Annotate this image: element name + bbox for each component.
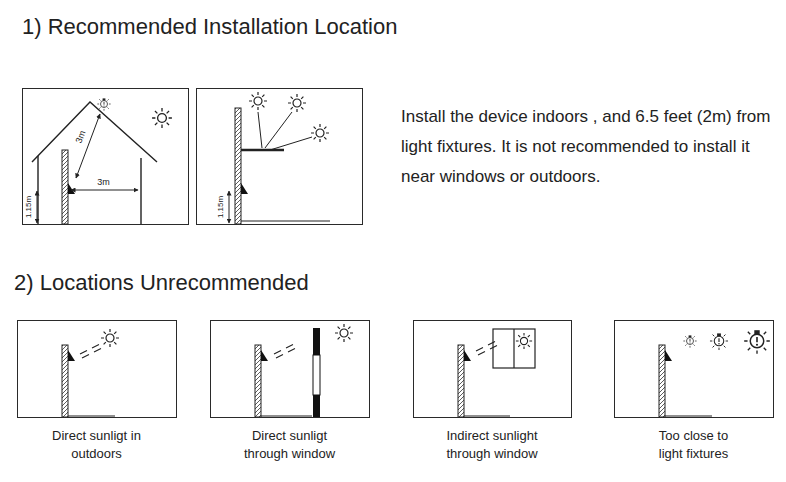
sun-ray: [274, 345, 295, 359]
instruction-text: Install the device indoors , and 6.5 fee…: [401, 102, 779, 192]
window-wall: [313, 395, 320, 418]
device: [464, 350, 471, 361]
dimension-arrow: [76, 114, 100, 178]
location-panel: Direct sunligt through window: [210, 320, 370, 418]
panel-caption: Direct sunligt through window: [235, 427, 345, 463]
location-panel: Indirect sunlight through window: [413, 320, 572, 418]
sun-ray: [258, 112, 312, 150]
sun: [152, 108, 172, 128]
dimension-label: 1.15m: [25, 195, 33, 217]
dimension-label: 3m: [74, 129, 87, 144]
sun-ray: [476, 342, 497, 356]
floor: [261, 415, 312, 416]
window-frame: [513, 329, 514, 368]
dimension-label: 1.15m: [217, 195, 225, 217]
light-bulb: [97, 98, 110, 110]
sun: [335, 324, 353, 342]
wall: [659, 345, 665, 417]
sun: [516, 333, 532, 349]
floor: [464, 415, 510, 416]
wall: [458, 345, 464, 417]
light-bulb: [710, 333, 728, 350]
panel-caption: Direct sunligt in outdoors: [51, 427, 143, 463]
house-illustration: [32, 102, 157, 224]
panel-caption: Too close to light fixtures: [646, 427, 741, 463]
window: [493, 329, 535, 368]
dimension-arrow: [229, 191, 230, 223]
light-bulb: [744, 330, 770, 354]
dimension-arrow: [71, 190, 138, 191]
sun: [249, 92, 267, 110]
sun: [101, 329, 119, 347]
location-panel: Too close to light fixtures: [614, 320, 774, 418]
panel-caption: Indirect sunlight through window: [430, 427, 555, 463]
sun-ray: [80, 345, 101, 359]
wall: [235, 108, 241, 224]
device: [665, 350, 672, 361]
dimension-arrow: [37, 191, 38, 223]
section-heading: 1) Recommended Installation Location: [22, 14, 397, 40]
device: [241, 183, 248, 194]
installation-panel: 1.15m: [196, 88, 363, 225]
sun: [311, 124, 329, 142]
floor: [68, 415, 115, 416]
wall: [255, 345, 261, 417]
wall: [62, 150, 68, 224]
device: [68, 350, 75, 361]
window-opening: [313, 355, 320, 395]
floor: [665, 415, 712, 416]
sun: [288, 94, 306, 112]
device: [68, 183, 75, 194]
dimension-label: 3m: [97, 177, 110, 186]
device: [261, 350, 268, 361]
overhang: [241, 149, 284, 152]
floor: [241, 220, 330, 221]
section-heading: 2) Locations Unrecommended: [14, 270, 309, 296]
light-bulb: [683, 335, 696, 347]
wall: [62, 345, 68, 417]
window-wall: [313, 328, 320, 355]
location-panel: Direct sunligt in outdoors: [17, 320, 177, 418]
installation-panel: 3m 3m 1.15m: [22, 88, 189, 225]
